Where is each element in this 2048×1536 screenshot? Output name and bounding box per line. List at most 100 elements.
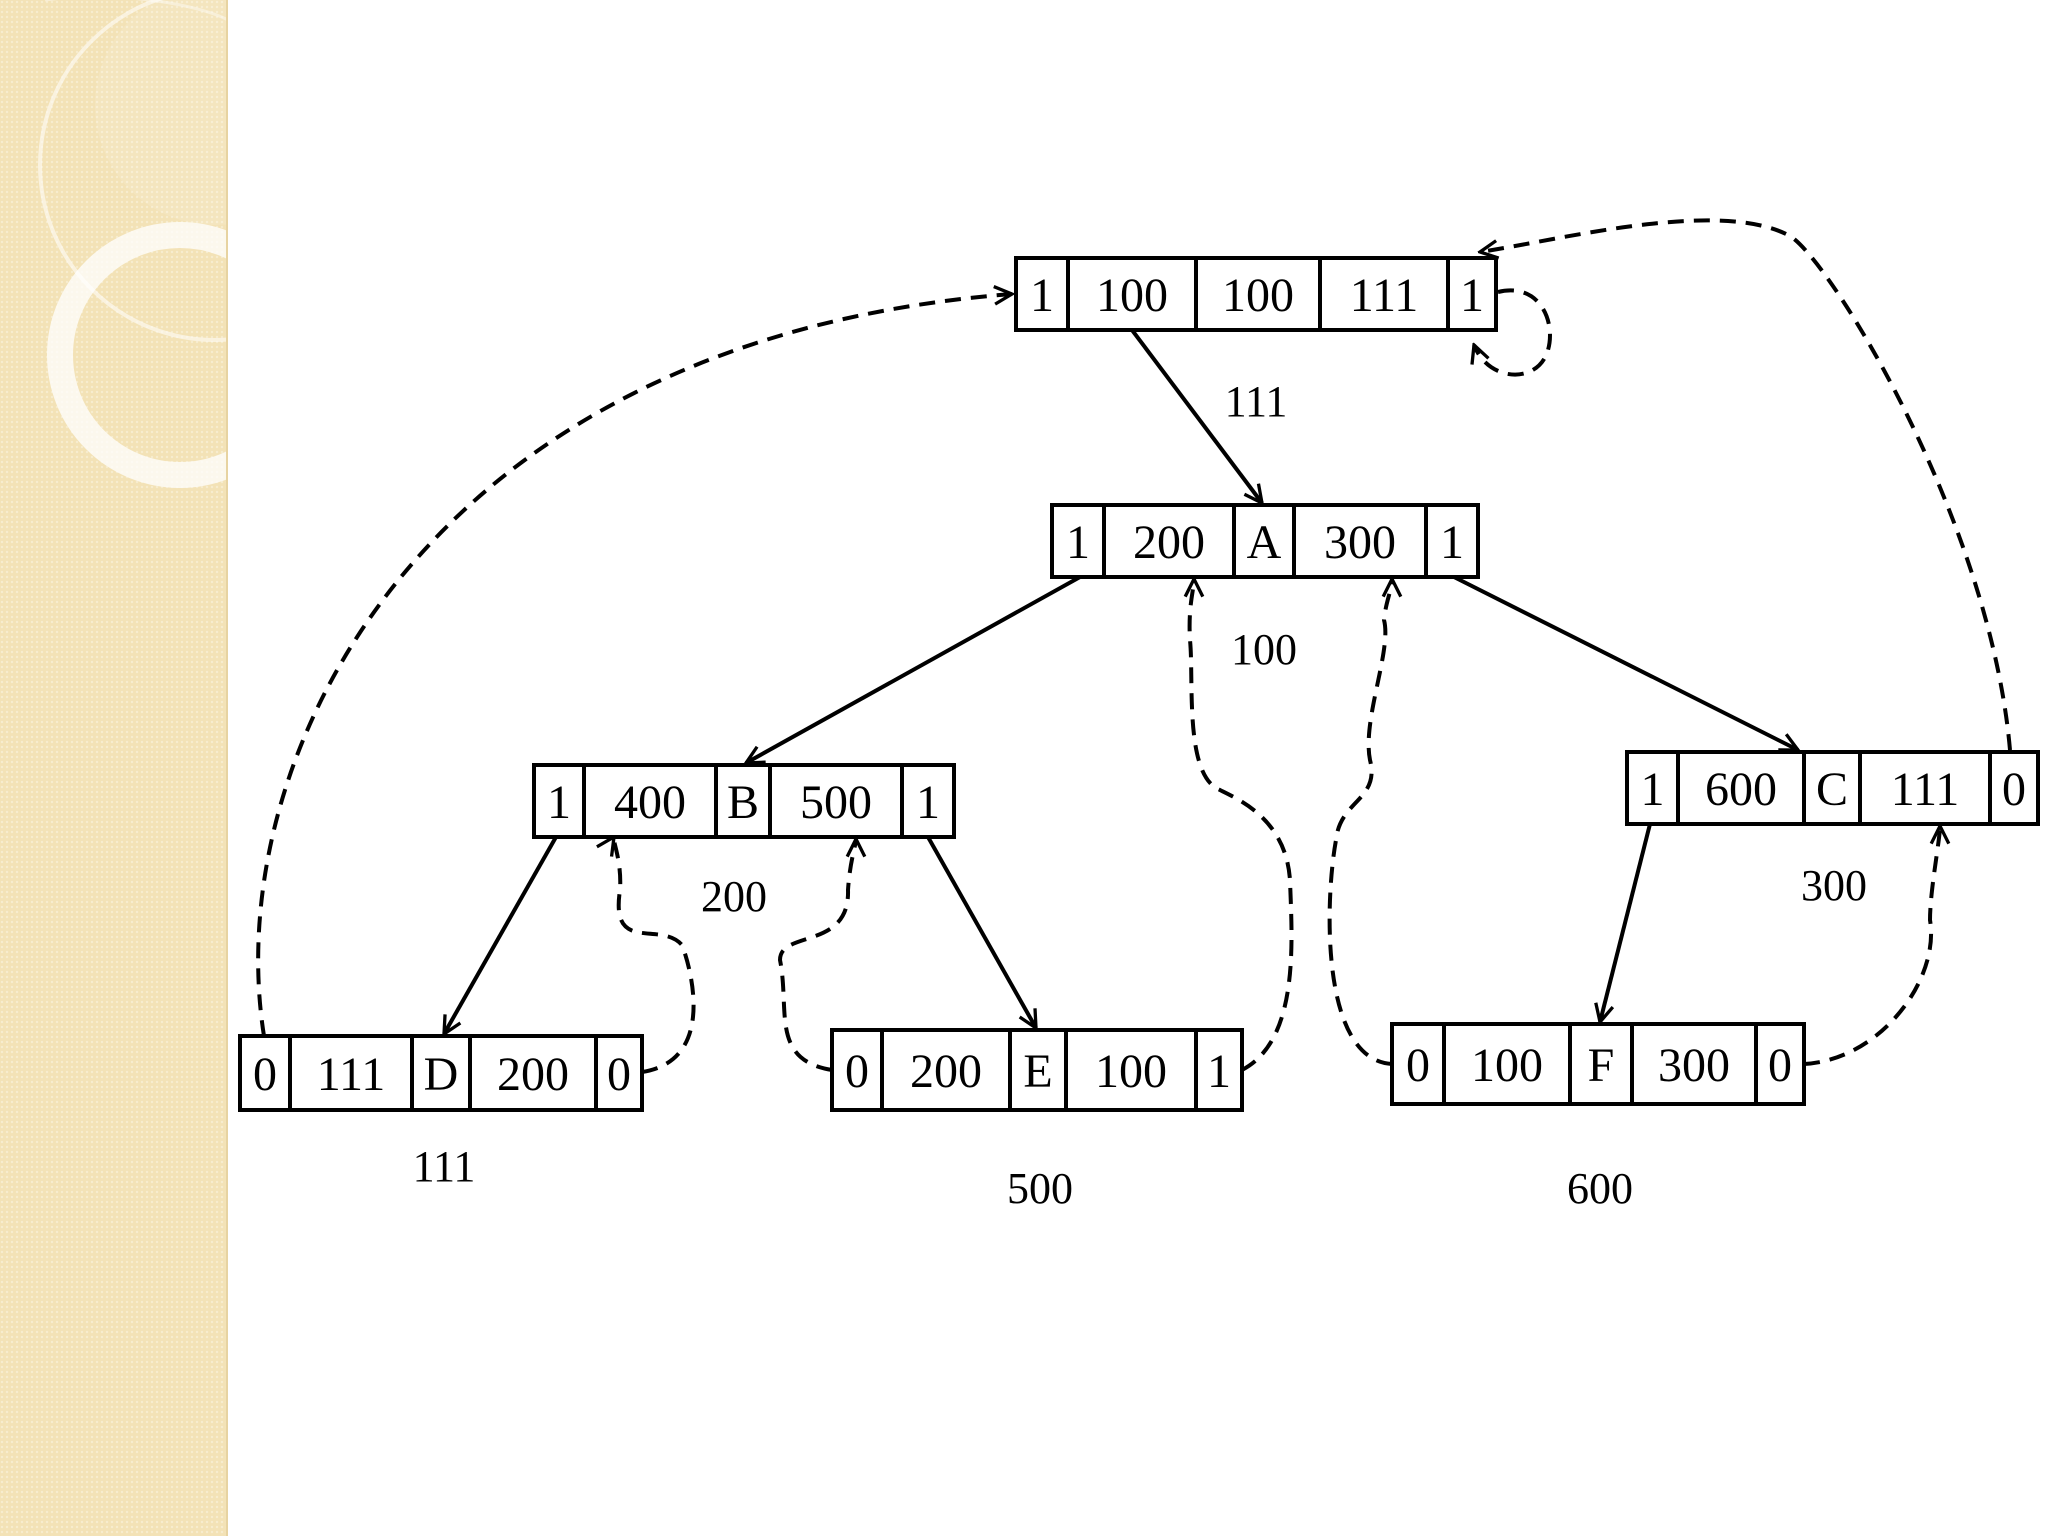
node-E: 0 200 E 100 1: [830, 1028, 1244, 1112]
node-A-ltag-cell: [1050, 503, 1106, 579]
node-head-rtag-value: 1: [1460, 269, 1484, 322]
thread-pointer-D-to-B: [614, 837, 696, 1074]
node-C: 1 600 C 111 0: [1625, 750, 2040, 826]
node-E-ltag-value: 0: [845, 1045, 869, 1098]
node-head-ltag-value: 1: [1030, 269, 1054, 322]
node-D-right-value: 200: [497, 1048, 569, 1101]
decorative-arc: [45, 0, 228, 22]
thread-pointer-D-to-head: [256, 294, 1012, 1037]
decorative-ring-thick: [47, 222, 228, 488]
decorative-rings: [38, 0, 228, 488]
node-A-right-cell: [1292, 503, 1428, 579]
node-head-rtag-cell: [1446, 256, 1498, 332]
node-E-rtag-cell: [1194, 1028, 1244, 1112]
node-head-right-cell: [1318, 256, 1450, 332]
node-D-ltag-cell: [238, 1034, 292, 1112]
address-label-B: 200: [701, 872, 767, 921]
node-E-data-cell: [1008, 1028, 1068, 1112]
node-C-rtag-value: 0: [2002, 763, 2026, 816]
node-F-rtag-cell: [1754, 1022, 1806, 1106]
node-A-data-cell: [1232, 503, 1296, 579]
node-F-left-value: 100: [1471, 1039, 1543, 1092]
child-pointer-B-to-D: [444, 836, 558, 1034]
thread-pointer-head-to-head: [1474, 288, 1552, 377]
node-F: 0 100 F 300 0: [1390, 1022, 1806, 1106]
node-head-data-cell: [1194, 256, 1322, 332]
node-C-right-cell: [1858, 750, 1992, 826]
child-pointer-B-to-E: [926, 836, 1036, 1028]
node-A-left-value: 200: [1133, 516, 1205, 569]
node-A-ltag-value: 1: [1066, 516, 1090, 569]
node-D: 0 111 D 200 0: [238, 1034, 644, 1112]
decorative-disc: [95, 0, 228, 225]
node-E-right-value: 100: [1095, 1045, 1167, 1098]
node-A-rtag-value: 1: [1440, 516, 1464, 569]
node-B-ltag-cell: [532, 763, 586, 839]
edges-layer: [256, 218, 2012, 1074]
node-F-rtag-value: 0: [1768, 1039, 1792, 1092]
node-D-ltag-value: 0: [253, 1048, 277, 1101]
node-C-ltag-value: 1: [1641, 763, 1665, 816]
thread-pointer-C-to-head: [1480, 218, 2012, 751]
node-B-ltag-value: 1: [547, 776, 571, 829]
node-B-rtag-cell: [900, 763, 956, 839]
node-F-data-cell: [1568, 1022, 1634, 1106]
address-label-head: 111: [1225, 377, 1288, 426]
node-E-left-cell: [880, 1028, 1012, 1112]
address-label-A: 100: [1231, 625, 1297, 674]
node-D-left-value: 111: [317, 1048, 385, 1101]
node-D-rtag-value: 0: [607, 1048, 631, 1101]
node-C-left-value: 600: [1705, 763, 1777, 816]
child-pointer-A-to-C: [1453, 575, 1798, 752]
address-label-E: 500: [1007, 1164, 1073, 1213]
node-F-ltag-value: 0: [1406, 1039, 1430, 1092]
thread-pointer-E-to-B: [777, 839, 856, 1072]
node-A-left-cell: [1102, 503, 1236, 579]
node-E-left-value: 200: [910, 1045, 982, 1098]
node-F-left-cell: [1442, 1022, 1572, 1106]
node-head-ltag-cell: [1014, 256, 1070, 332]
node-D-rtag-cell: [594, 1034, 644, 1112]
node-B-data-cell: [714, 763, 772, 839]
node-C-right-value: 111: [1891, 763, 1959, 816]
node-E-rtag-value: 1: [1207, 1045, 1231, 1098]
thread-pointer-F-to-A: [1327, 579, 1392, 1066]
thread-pointer-F-to-C: [1803, 826, 1940, 1066]
node-head-right-value: 111: [1350, 269, 1418, 322]
decorative-ring-large: [38, 0, 228, 342]
node-D-right-cell: [468, 1034, 598, 1112]
sidebar-decoration: [0, 0, 228, 1536]
address-label-C: 300: [1801, 861, 1867, 910]
node-head-left-value: 100: [1096, 269, 1168, 322]
child-pointer-head-to-A: [1130, 328, 1262, 503]
thread-pointer-E-to-A: [1190, 579, 1294, 1072]
node-F-right-value: 300: [1658, 1039, 1730, 1092]
child-pointer-C-to-F: [1600, 823, 1652, 1022]
node-E-right-cell: [1064, 1028, 1198, 1112]
node-B-left-value: 400: [614, 776, 686, 829]
node-B-left-cell: [582, 763, 718, 839]
address-label-D: 111: [413, 1142, 476, 1191]
node-D-data-cell: [410, 1034, 472, 1112]
node-F-data-value: F: [1588, 1039, 1615, 1092]
node-C-data-value: C: [1816, 763, 1848, 816]
node-E-data-value: E: [1023, 1045, 1052, 1098]
node-D-data-value: D: [424, 1048, 459, 1101]
node-B-data-value: B: [727, 776, 759, 829]
node-A-data-value: A: [1247, 516, 1282, 569]
node-B-right-value: 500: [800, 776, 872, 829]
node-C-rtag-cell: [1988, 750, 2040, 826]
node-B-rtag-value: 1: [916, 776, 940, 829]
child-pointer-A-to-B: [746, 575, 1081, 763]
node-head-data-value: 100: [1222, 269, 1294, 322]
node-B: 1 400 B 500 1: [532, 763, 956, 839]
node-B-right-cell: [768, 763, 904, 839]
node-A-rtag-cell: [1424, 503, 1480, 579]
address-label-F: 600: [1567, 1164, 1633, 1213]
node-C-left-cell: [1676, 750, 1806, 826]
node-A-right-value: 300: [1324, 516, 1396, 569]
